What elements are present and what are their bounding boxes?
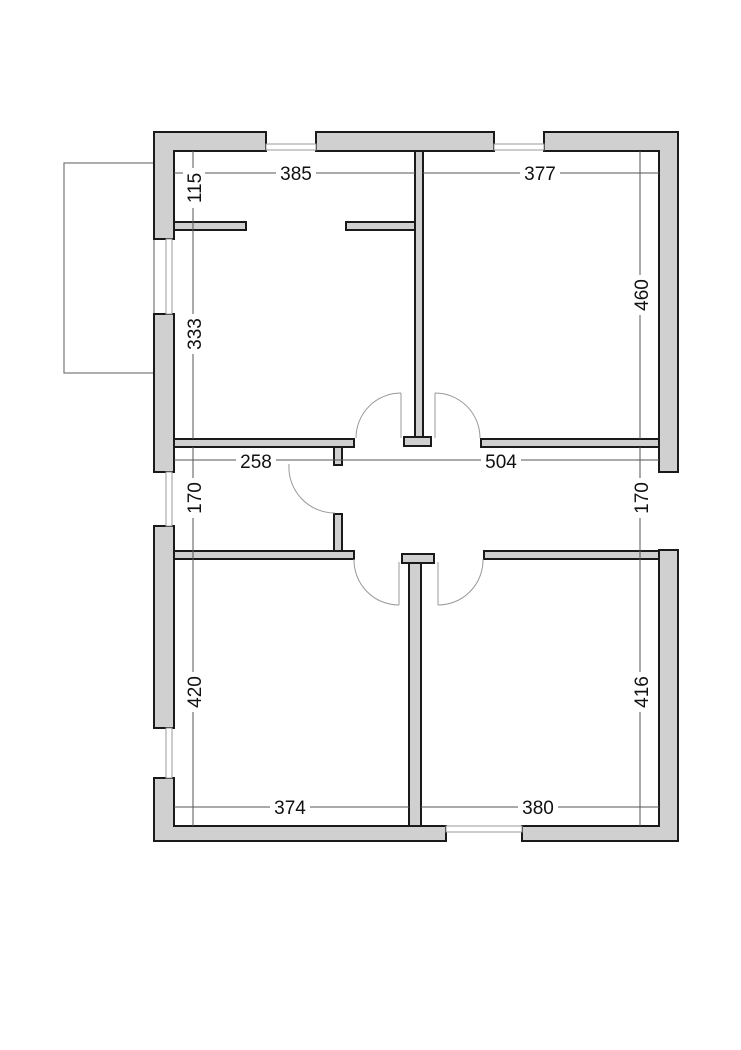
dim-460: 460 — [632, 279, 653, 311]
dim-258: 258 — [240, 452, 272, 473]
dim-504: 504 — [485, 452, 517, 473]
dim-333: 333 — [185, 318, 206, 350]
dim-380: 380 — [522, 798, 554, 819]
dim-115: 115 — [185, 173, 206, 203]
door-swings — [288, 392, 484, 606]
windows — [165, 143, 545, 833]
outer-walls — [153, 131, 679, 842]
balcony — [63, 162, 155, 374]
dim-377: 377 — [524, 164, 556, 185]
dim-385: 385 — [280, 164, 312, 185]
dim-170-left: 170 — [185, 482, 206, 514]
dimension-labels: 385 377 115 333 460 258 504 170 170 420 … — [183, 162, 653, 819]
dim-420: 420 — [185, 676, 206, 708]
dim-170-right: 170 — [632, 482, 653, 514]
dim-416: 416 — [632, 676, 653, 708]
dim-374: 374 — [274, 798, 306, 819]
interior-walls — [173, 150, 660, 827]
